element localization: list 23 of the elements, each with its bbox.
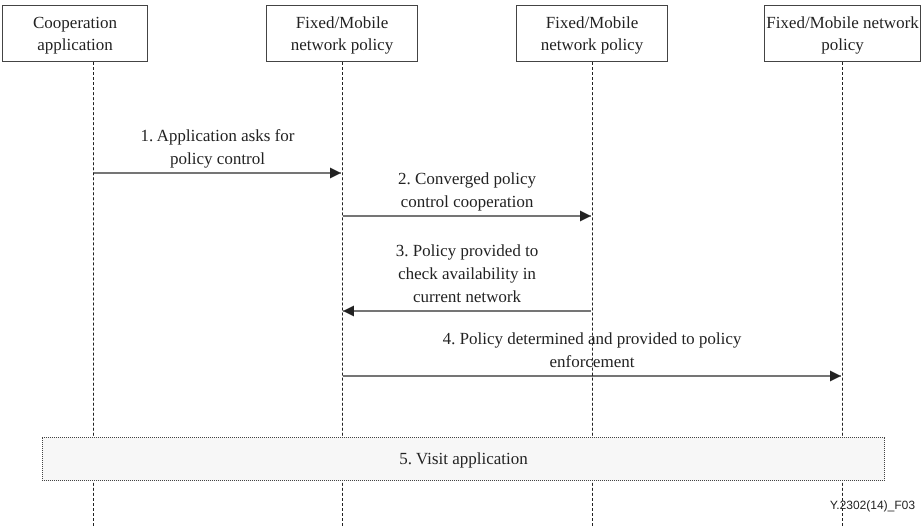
lifeline [592,62,593,526]
node-text: Fixed/Mobile network policy [765,12,920,56]
message-label: 2. Converged policy control cooperation [396,168,538,213]
participant-box [2,5,148,62]
figure-number: Y.2302(14)_F03 [830,498,915,512]
message-label: 1. Application asks for policy control [140,125,296,170]
node-text: Cooperation application [32,12,118,56]
node-text: 5. Visit application [399,448,528,470]
participant-box [516,5,668,62]
participant-box [764,5,921,62]
message-label: 4. Policy determined and provided to policy enforcement [442,328,742,373]
message-arrow [94,168,341,178]
message-arrow [343,306,591,316]
node-text: Fixed/Mobile network policy [290,12,394,56]
node-text: Fixed/Mobile network policy [540,12,644,56]
activity-band [42,437,885,481]
message-arrow [343,210,591,222]
message-label: 3. Policy provided to check availability in current network [394,240,540,308]
message-arrow [343,370,841,382]
lifeline [93,62,94,526]
lifeline [842,62,843,526]
participant-box [266,5,418,62]
lifeline [342,62,343,526]
